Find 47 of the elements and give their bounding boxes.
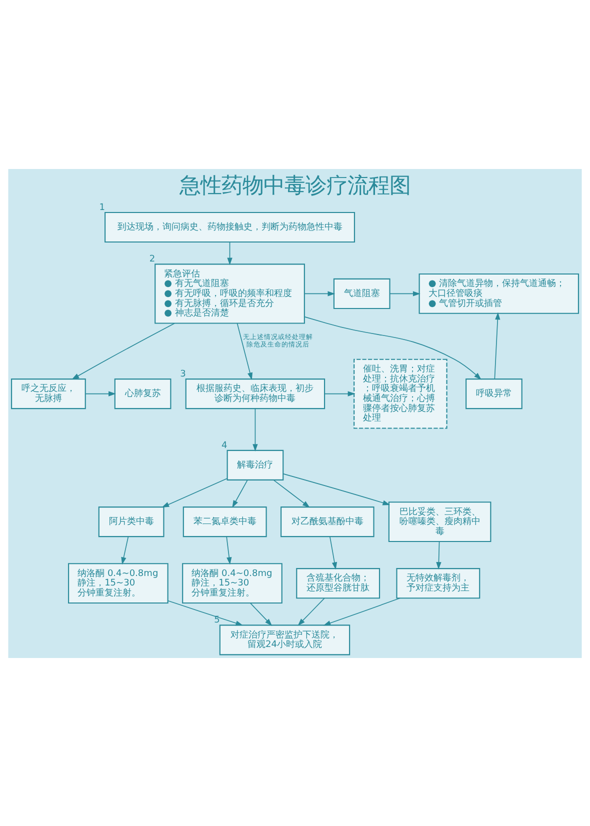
node-box: 含巯基化合物；还原型谷胱甘肽: [296, 568, 380, 598]
node-box: 解毒治疗: [226, 449, 284, 480]
node-box: 紧急评估 ● 有无气道阻塞 ● 有无呼吸，呼吸的频率和程度 ● 有无脉搏，循环是否充分 ● 神志是否清楚: [154, 263, 305, 324]
node-label: 1: [99, 202, 106, 212]
arrow: [85, 390, 116, 396]
node-box: 纳洛酮 0.4~0.8mg 静注，15~30 分钟重复注射。: [182, 562, 282, 604]
arrow: [282, 472, 390, 505]
arrow: [330, 536, 338, 570]
arrow: [436, 540, 442, 569]
arrow: [232, 479, 248, 508]
node-box: 心肺复苏: [114, 378, 172, 409]
node-box: 气道阻塞: [333, 278, 390, 309]
arrow: [252, 408, 258, 452]
arrow: [227, 241, 232, 265]
node-box: 纳洛酮 0.4~0.8mg 静注，15~30 分钟重复注射。: [68, 562, 168, 604]
arrow: [250, 602, 272, 626]
node-label: 3: [180, 368, 186, 379]
node-box: 催吐、洗胃；对症处理；抗休克治疗；呼吸衰竭者予机械通气治疗；心搏骤停者按心肺复苏处理: [354, 358, 448, 428]
arrow: [236, 322, 253, 380]
arrow: [273, 479, 310, 508]
arrow: [121, 536, 129, 564]
arrow: [298, 597, 325, 626]
node-label: 5: [214, 615, 220, 626]
node-box: ● 清除气道异物，保持气道通畅；大口径管吸痰 ● 气管切开或插管: [418, 272, 579, 314]
node-box: 巴比妥类、三环类、吩噻嗪类、瘦肉精中毒: [388, 501, 492, 542]
node-box: 对乙酰氨基酚中毒: [280, 506, 374, 537]
arrow: [304, 316, 482, 380]
arrow: [167, 600, 244, 626]
diagram-title: 急性药物中毒诊疗流程图: [180, 173, 410, 198]
arrow: [323, 597, 400, 626]
node-box: 阿片类中毒: [98, 506, 164, 537]
node-label: 4: [222, 440, 228, 450]
arrow: [304, 290, 336, 296]
node-label: 2: [149, 254, 156, 264]
node-box: 对症治疗严密监护下送院，留观24小时或入院: [219, 624, 350, 655]
node-box: 呼吸异常: [466, 378, 522, 409]
arrow: [72, 322, 175, 380]
node-box: 到达现场，询问病史、药物接触史，判断为药物急性中毒: [104, 211, 356, 242]
arrow: [494, 312, 500, 379]
node-box: 呼之无反应，无脉搏: [11, 378, 86, 409]
arrow: [324, 390, 356, 396]
node-box: 无特效解毒剂，予对症支持为主: [396, 568, 480, 598]
arrow: [226, 536, 232, 564]
node-box: 根据服药史、临床表现，初步诊断为何种药物中毒: [185, 378, 326, 409]
arrow: [390, 290, 420, 296]
arrow: [162, 478, 228, 508]
node-box: 苯二氮卓类中毒: [182, 506, 267, 537]
